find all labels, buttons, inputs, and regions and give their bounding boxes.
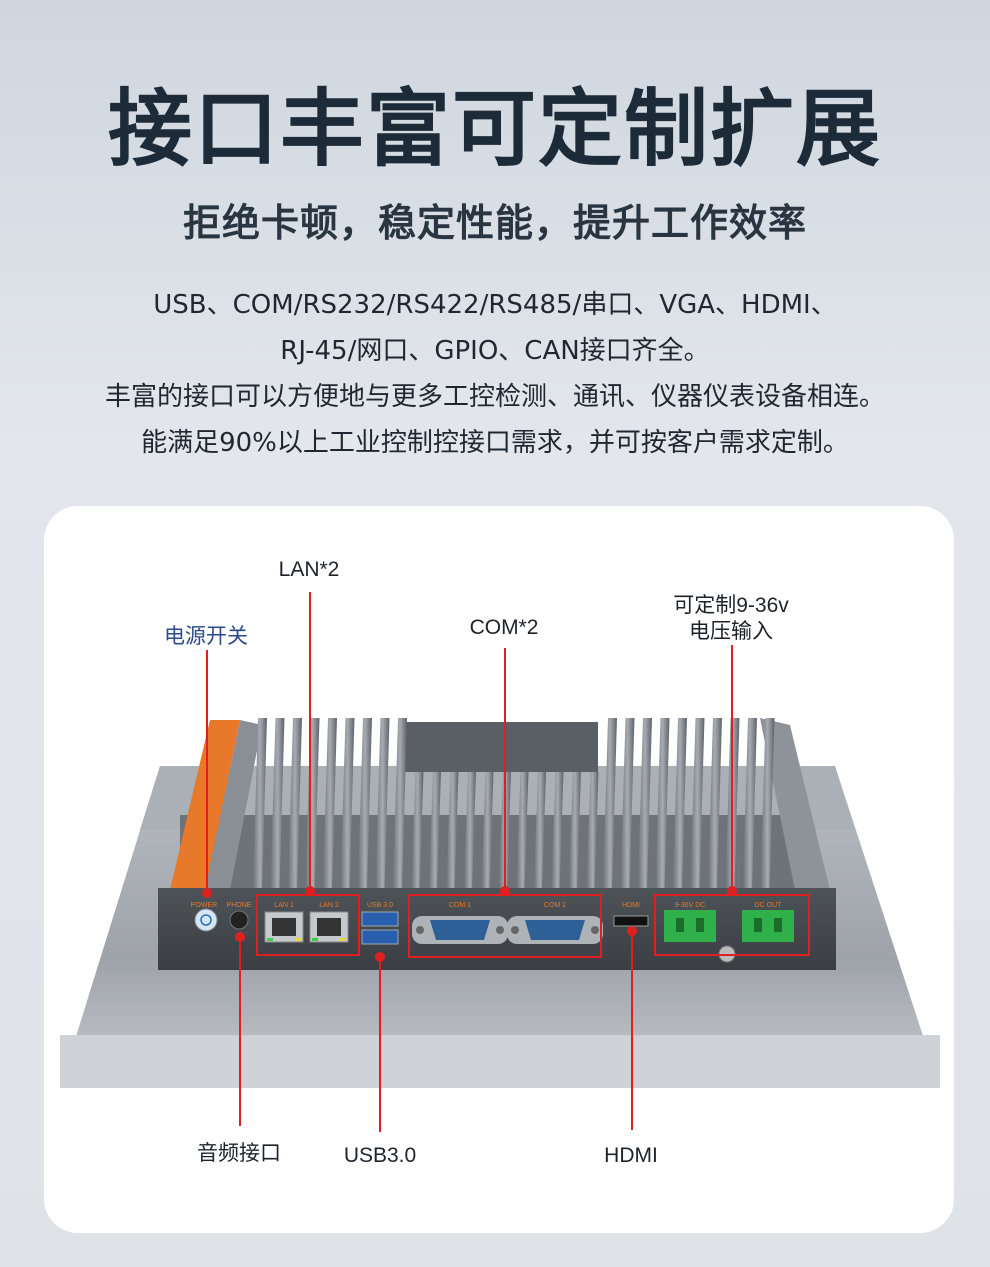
heatsink-fin bbox=[655, 718, 670, 888]
lan-label: LAN*2 bbox=[278, 558, 340, 581]
power-input-callout-line bbox=[731, 645, 733, 890]
hdmi-port-label: HDMI bbox=[622, 902, 640, 909]
heatsink-fin bbox=[620, 718, 635, 888]
usb-callout-line bbox=[379, 956, 381, 1132]
dc_in-port-label: 9-36V DC bbox=[675, 902, 706, 909]
heatsink-fin bbox=[551, 772, 564, 888]
com-callout-dot bbox=[500, 886, 510, 896]
description-line: USB、COM/RS232/RS422/RS485/串口、VGA、HDMI、 bbox=[153, 290, 837, 320]
audio-callout-dot bbox=[235, 932, 245, 942]
phone-port-label: PHONE bbox=[227, 902, 252, 909]
hdmi-port-icon bbox=[613, 915, 649, 927]
heatsink-fin bbox=[288, 718, 302, 888]
power-input-label-line2: 电压输入 bbox=[689, 620, 773, 643]
heatsink-fin bbox=[481, 772, 494, 888]
heatsink-fin bbox=[743, 718, 757, 888]
com2-port-label: COM 2 bbox=[544, 902, 566, 909]
page-subtitle: 拒绝卡顿，稳定性能，提升工作效率 bbox=[182, 201, 807, 245]
audio-label: 音频接口 bbox=[197, 1142, 281, 1165]
usb-port-icon bbox=[361, 911, 399, 927]
heatsink-fin bbox=[464, 772, 476, 888]
power-button-icon bbox=[194, 908, 218, 932]
heatsink-fin bbox=[393, 718, 407, 888]
audio-jack-icon bbox=[229, 910, 249, 930]
heatsink-fin bbox=[340, 718, 355, 888]
com-ports-highlight bbox=[408, 894, 602, 958]
com1-port-label: COM 1 bbox=[449, 902, 471, 909]
heatsink-fin bbox=[760, 718, 775, 888]
audio-callout-line bbox=[239, 936, 241, 1126]
lan-callout-line bbox=[309, 592, 311, 890]
lan-callout-dot bbox=[305, 886, 315, 896]
power-switch-label: 电源开关 bbox=[164, 625, 248, 648]
power-input-callout-dot bbox=[727, 886, 737, 896]
hdmi-callout-line bbox=[631, 930, 633, 1130]
power-switch-callout-dot bbox=[202, 888, 212, 898]
power-input-highlight bbox=[654, 894, 810, 956]
description-line: 丰富的接口可以方便地与更多工控检测、通讯、仪器仪表设备相连。 bbox=[104, 382, 885, 412]
heatsink-fin bbox=[586, 772, 599, 888]
page-title: 接口丰富可定制扩展 bbox=[107, 80, 882, 178]
hdmi-callout-dot bbox=[627, 926, 637, 936]
heatsink-fin bbox=[708, 718, 722, 888]
hdmi-label: HDMI bbox=[604, 1144, 658, 1167]
heatsink-fin bbox=[253, 718, 267, 888]
heatsink-fin bbox=[429, 772, 441, 888]
heatsink-fin bbox=[690, 718, 705, 888]
heatsink-fin bbox=[323, 718, 337, 888]
heatsink-fin bbox=[603, 718, 617, 888]
lan-ports-highlight bbox=[256, 894, 360, 956]
description: USB、COM/RS232/RS422/RS485/串口、VGA、HDMI、 R… bbox=[0, 282, 990, 466]
heatsink-fin bbox=[411, 772, 424, 888]
out-port-label: DC OUT bbox=[755, 902, 783, 909]
usb-port-label: USB 3.0 bbox=[367, 902, 393, 909]
heatsink-fin bbox=[516, 772, 529, 888]
power-input-label-line1: 可定制9-36v bbox=[673, 594, 789, 617]
com-label: COM*2 bbox=[469, 616, 539, 639]
lan2-port-label: LAN 2 bbox=[319, 902, 339, 909]
terminal-block-icon bbox=[664, 910, 716, 942]
com-callout-line bbox=[504, 648, 506, 890]
heatsink-fin bbox=[534, 772, 546, 888]
heatsink-fin bbox=[569, 772, 581, 888]
usb-label: USB3.0 bbox=[343, 1144, 417, 1167]
power-switch-callout-line bbox=[206, 650, 208, 892]
heatsink-fin bbox=[375, 718, 390, 888]
power-port-label: POWER bbox=[191, 902, 217, 909]
heatsink-fin bbox=[358, 718, 372, 888]
heatsink-fin bbox=[673, 718, 687, 888]
heatsink-fin bbox=[270, 718, 285, 888]
usb-callout-dot bbox=[375, 952, 385, 962]
lan1-port-label: LAN 1 bbox=[274, 902, 294, 909]
description-line: 能满足90%以上工业控制控接口需求，并可按客户需求定制。 bbox=[141, 428, 849, 458]
usb-port-icon bbox=[361, 929, 399, 945]
description-line: RJ-45/网口、GPIO、CAN接口齐全。 bbox=[280, 336, 710, 366]
heatsink-fin bbox=[446, 772, 459, 888]
heatsink-fin bbox=[638, 718, 652, 888]
terminal-block-icon bbox=[742, 910, 794, 942]
